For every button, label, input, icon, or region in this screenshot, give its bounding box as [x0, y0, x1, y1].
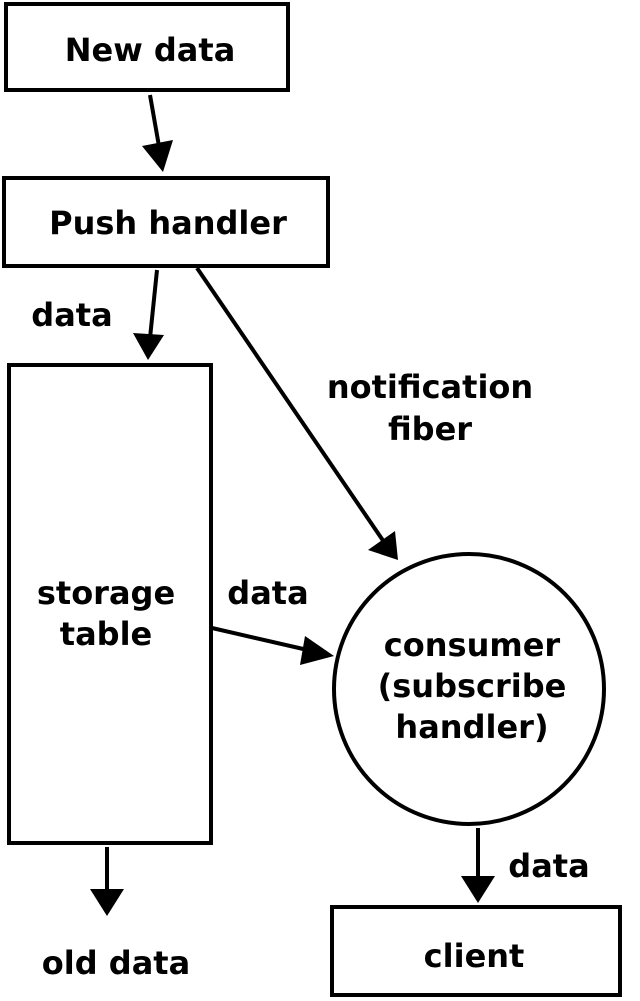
new-data-label: New data	[65, 31, 236, 69]
arrow-storage-to-consumer	[211, 626, 334, 665]
push-handler-box	[2, 176, 330, 268]
old-data-label: old data	[42, 944, 190, 982]
client-box	[330, 905, 622, 997]
consumer-label-line1: consumer	[384, 626, 561, 664]
edge-label-notification-line2: fiber	[388, 410, 472, 448]
arrow-storage-to-old-data	[90, 847, 124, 916]
arrow-consumer-to-client	[461, 828, 495, 903]
edge-label-consumer-to-client: data	[508, 847, 589, 885]
edge-label-notification-line1: notification	[327, 368, 533, 406]
edge-label-storage-to-consumer: data	[227, 574, 308, 612]
client-label: client	[424, 937, 525, 975]
edge-label-push-to-storage: data	[31, 296, 112, 334]
arrow-push-to-consumer	[195, 266, 398, 560]
new-data-box	[4, 2, 290, 92]
consumer-circle	[332, 552, 606, 826]
arrow-newdata-to-push	[142, 94, 173, 172]
arrow-push-to-storage	[133, 269, 164, 360]
push-handler-label: Push handler	[49, 204, 287, 242]
storage-table-label-line1: storage	[37, 574, 175, 612]
consumer-label-line3: handler)	[395, 708, 548, 746]
storage-table-box	[7, 363, 213, 845]
consumer-label-line2: (subscribe	[378, 667, 567, 705]
storage-table-label-line2: table	[60, 615, 152, 653]
